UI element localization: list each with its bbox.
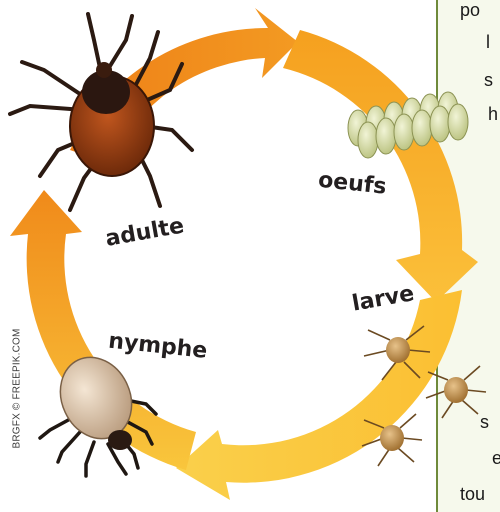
- stage-label-eggs: oeufs: [317, 168, 388, 200]
- stage-label-adult: adulte: [104, 213, 186, 251]
- image-credit: BRGFX © FREEPIK.COM: [12, 339, 23, 449]
- stage-label-nymph: nymphe: [107, 329, 208, 364]
- stage-label-larva: larve: [350, 281, 416, 316]
- arrow-segment-right: [283, 30, 478, 302]
- adult-tick-image: [10, 14, 192, 210]
- arrow-segment-bottom: [176, 290, 462, 500]
